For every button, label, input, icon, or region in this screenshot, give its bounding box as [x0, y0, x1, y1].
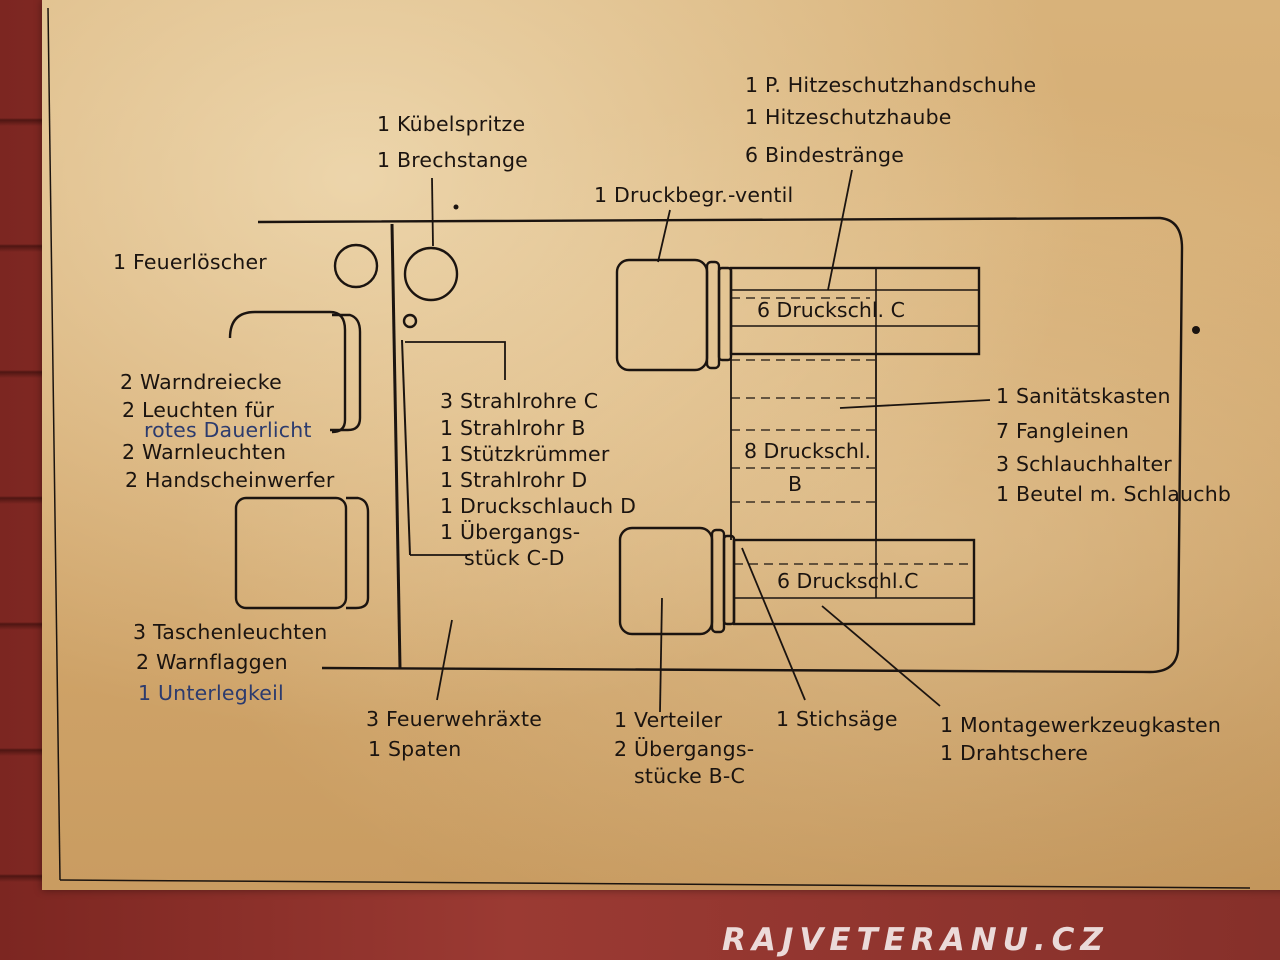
label-warndreiecke: 2 Warndreiecke [120, 370, 282, 394]
label-brechstange: 1 Brechstange [377, 148, 528, 172]
label-hitzeschutzhandschuhe: 1 P. Hitzeschutzhandschuhe [745, 73, 1037, 97]
label-montagewerkzeugkasten: 1 Montagewerkzeugkasten [940, 713, 1222, 737]
label-uebergangsstuecke-bc-line1: 2 Übergangs- [614, 737, 755, 761]
label-druckbegrenzungsventil: 1 Druckbegr.-ventil [594, 183, 794, 207]
label-uebergangsstueck-cd-line2: stück C-D [464, 546, 565, 570]
kuebelspritze-circle [403, 246, 459, 302]
upper-reel-body [615, 258, 709, 372]
label-strahlrohr-d: 1 Strahlrohr D [440, 468, 588, 492]
label-kuebelspritze: 1 Kübelspritze [377, 112, 526, 136]
left-sheet-border [47, 7, 61, 881]
label-leuchten-line1: 2 Leuchten für [122, 398, 275, 422]
lower-hose-stack [732, 538, 976, 626]
small-circle [402, 313, 418, 329]
label-strahlrohre-c: 3 Strahlrohre C [440, 389, 599, 413]
label-warnleuchten: 2 Warnleuchten [122, 440, 287, 464]
label-hitzeschutzhaube: 1 Hitzeschutzhaube [745, 105, 952, 129]
label-fangleinen: 7 Fangleinen [996, 419, 1130, 443]
label-stuetzkruemmer: 1 Stützkrümmer [440, 442, 610, 466]
upper-hose-stack [729, 266, 981, 356]
label-sanitaetskasten: 1 Sanitätskasten [996, 384, 1171, 408]
handscheinwerfer-box [234, 496, 348, 610]
label-druckschlauch-d: 1 Druckschlauch D [440, 494, 637, 518]
label-feuerloescher: 1 Feuerlöscher [113, 250, 267, 274]
label-leuchten-line2: rotes Dauerlicht [144, 418, 312, 442]
watermark: RAJVETERANU.CZ [722, 922, 1109, 958]
label-feuerwehraexte: 3 Feuerwehräxte [366, 707, 543, 731]
label-beutel: 1 Beutel m. Schlauchb [996, 482, 1232, 506]
vehicle-outline [257, 216, 1184, 674]
bottom-sheet-border [59, 879, 1251, 889]
lower-reel-body [618, 526, 714, 636]
label-druckschlaeuche-b-line1: 8 Druckschl. [744, 439, 872, 463]
inner-rail [401, 339, 411, 556]
label-stichsaege: 1 Stichsäge [776, 707, 898, 731]
label-taschenleuchten: 3 Taschenleuchten [133, 620, 328, 644]
label-uebergangsstueck-cd-line1: 1 Übergangs- [440, 520, 581, 544]
label-druckschlaeuche-b-line2: B [788, 472, 803, 496]
label-uebergangsstuecke-bc-line2: stücke B-C [634, 764, 746, 788]
label-unterlegkeil: 1 Unterlegkeil [138, 681, 284, 705]
label-bindestraenge: 6 Bindestränge [745, 143, 905, 167]
label-strahlrohr-b: 1 Strahlrohr B [440, 416, 586, 440]
label-warnflaggen: 2 Warnflaggen [136, 650, 288, 674]
label-druckschlaeuche-c-bottom: 6 Druckschl.C [777, 569, 919, 593]
paper-sheet [42, 0, 1280, 890]
label-spaten: 1 Spaten [368, 737, 462, 761]
label-verteiler: 1 Verteiler [614, 708, 723, 732]
partition-line [390, 223, 402, 669]
label-handscheinwerfer: 2 Handscheinwerfer [125, 468, 335, 492]
label-druckschlaeuche-c-top: 6 Druckschl. C [757, 298, 905, 322]
warndreieck-box [228, 310, 347, 434]
feuerloescher-circle [333, 243, 379, 289]
label-drahtschere: 1 Drahtschere [940, 741, 1089, 765]
rail-bracket [405, 341, 506, 380]
label-schlauchhalter: 3 Schlauchhalter [996, 452, 1172, 476]
